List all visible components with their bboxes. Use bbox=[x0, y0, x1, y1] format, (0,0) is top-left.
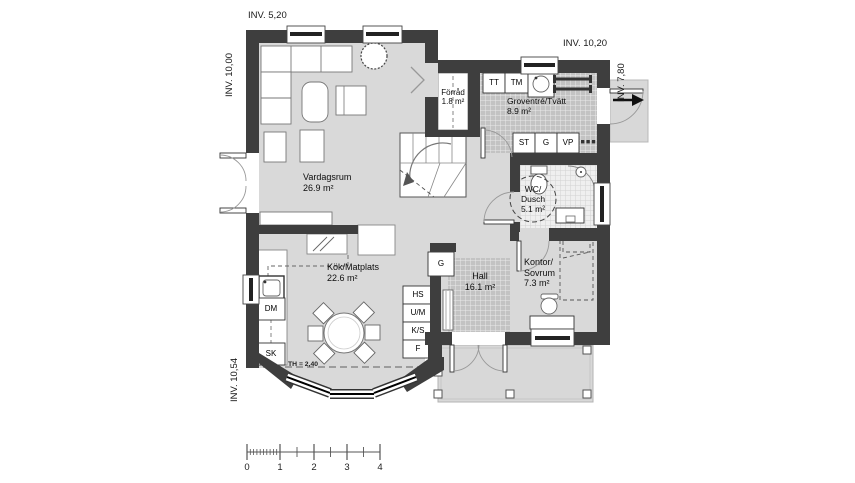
room-label-groventre: Groventré/Tvätt 8.9 m² bbox=[507, 96, 567, 117]
armchair bbox=[335, 85, 367, 116]
dining-table bbox=[307, 301, 381, 365]
dim-label-left-lower: INV. 10,54 bbox=[229, 357, 240, 402]
washbasin bbox=[555, 207, 585, 224]
fixture-label-vp: VP bbox=[562, 138, 574, 147]
scale-label-3: 3 bbox=[344, 462, 350, 473]
desk bbox=[529, 293, 575, 330]
room-label-kok: Kök/Matplats 22.6 m² bbox=[327, 262, 380, 283]
fixture-label-sk: SK bbox=[265, 349, 277, 358]
room-label-vardagsrum: Vardagsrum 26.9 m² bbox=[303, 172, 352, 193]
scale-label-2: 2 bbox=[311, 462, 317, 473]
plant bbox=[360, 42, 388, 70]
fixture-label-ks: K/S bbox=[411, 326, 425, 335]
ceiling-height-label: TH = 2,40 bbox=[288, 361, 319, 368]
bay-windows bbox=[285, 372, 418, 399]
room-label-forrad: Förråd 1.8 m² bbox=[441, 88, 465, 107]
room-label-wc: WC/ Dusch 5.1 m² bbox=[520, 184, 546, 215]
scale-label-1: 1 bbox=[277, 462, 283, 473]
fixture-label-um: U/M bbox=[410, 308, 426, 317]
shower bbox=[567, 165, 596, 193]
fixture-label-tt: TT bbox=[489, 78, 499, 87]
dim-label-right-upper: INV. 7,80 bbox=[616, 63, 627, 102]
fixture-label-st: ST bbox=[518, 138, 530, 147]
fixture-label-tm: TM bbox=[510, 78, 523, 87]
ottoman bbox=[263, 129, 325, 163]
room-label-hall: Hall 16.1 m² bbox=[464, 271, 496, 292]
dim-label-left-upper: INV. 10,00 bbox=[224, 52, 235, 97]
turning-circle bbox=[509, 175, 557, 223]
scale-label-0: 0 bbox=[244, 462, 250, 473]
shoe-rack-dots bbox=[581, 140, 596, 144]
fixture-label-f: F bbox=[415, 344, 421, 353]
toilet bbox=[530, 165, 548, 195]
windows bbox=[242, 25, 611, 399]
tv-bench bbox=[259, 211, 333, 226]
kitchen-sink bbox=[258, 275, 285, 300]
storage-room bbox=[437, 72, 469, 131]
fixture-label-dm: DM bbox=[264, 304, 278, 313]
room-label-kontor: Kontor/ Sovrum 7.3 m² bbox=[524, 257, 556, 289]
stairs bbox=[399, 132, 467, 198]
scale-label-4: 4 bbox=[377, 462, 383, 473]
fixture-label-hs: HS bbox=[412, 290, 424, 299]
porch bbox=[433, 344, 594, 403]
drying-rack bbox=[553, 75, 592, 93]
dim-label-top-right: INV. 10,20 bbox=[563, 38, 608, 49]
coffee-table bbox=[301, 81, 329, 123]
scale-bar bbox=[246, 444, 381, 460]
sofa bbox=[260, 45, 353, 125]
doors bbox=[219, 63, 644, 373]
fixture-label-g-hall: G bbox=[437, 259, 445, 268]
dim-label-top-left: INV. 5,20 bbox=[248, 10, 287, 21]
laundry-sink bbox=[527, 70, 555, 98]
fixture-label-g-laundry: G bbox=[542, 138, 550, 147]
